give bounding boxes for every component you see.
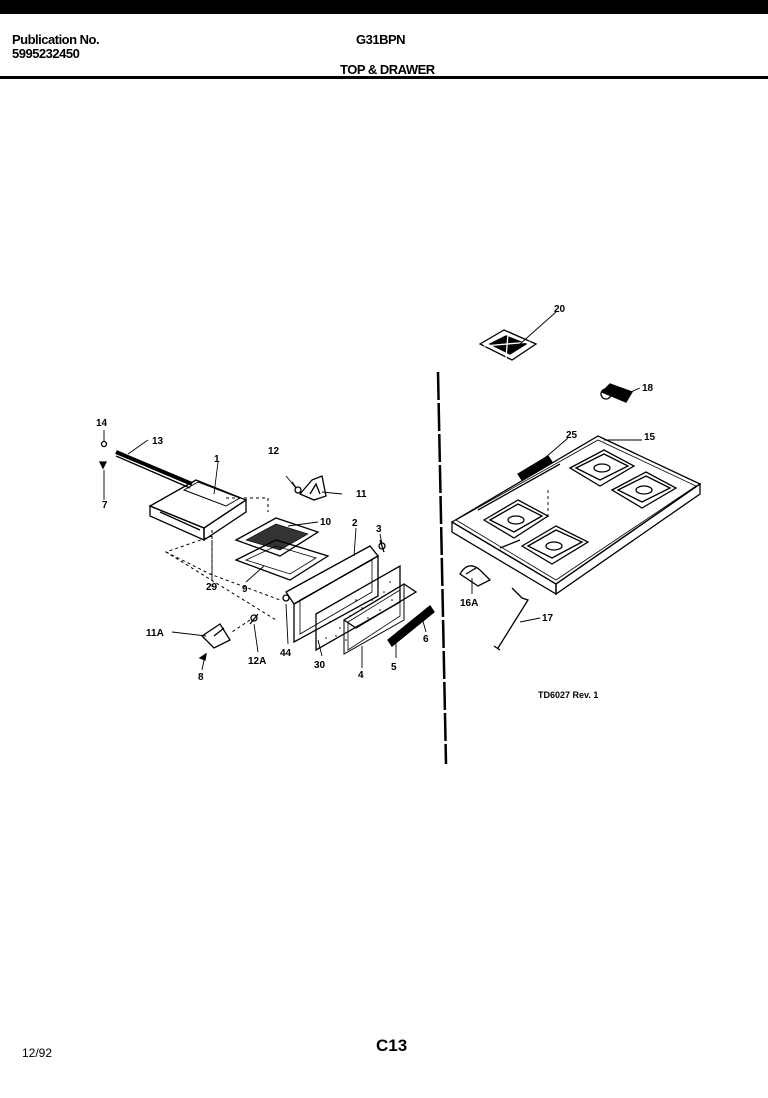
header-rule — [0, 76, 768, 79]
callout-5: 5 — [391, 662, 397, 673]
clip-12-part — [291, 481, 302, 494]
drawer-tray-part — [148, 479, 248, 542]
publication-label: Publication No. — [12, 32, 100, 47]
callout-3: 3 — [376, 524, 382, 535]
model-number: G31BPN — [356, 32, 406, 47]
callout-30: 30 — [314, 660, 326, 671]
callout-1: 1 — [214, 454, 220, 465]
callout-12: 12 — [268, 446, 280, 457]
callout-44: 44 — [280, 648, 292, 659]
callout-2: 2 — [352, 518, 358, 529]
valve-18-part — [600, 383, 633, 403]
callout-11: 11 — [356, 489, 367, 500]
diagram-reference: TD6027 Rev. 1 — [538, 690, 598, 700]
footer-date: 12/92 — [22, 1046, 53, 1060]
tube-25-part — [517, 455, 553, 481]
callout-14: 14 — [96, 418, 108, 429]
drawer-front-part — [342, 583, 418, 655]
callout-20: 20 — [554, 304, 566, 315]
cooktop-part — [450, 435, 702, 596]
callout-17: 17 — [542, 613, 554, 624]
callout-6: 6 — [423, 634, 429, 645]
bracket-11A-part — [200, 623, 231, 649]
page-code: C13 — [376, 1036, 408, 1055]
burner-grate-part — [478, 329, 538, 361]
rod-17-part — [493, 587, 529, 651]
callout-12A: 12A — [248, 656, 266, 667]
divider-line — [436, 371, 448, 765]
clip-16A-part — [459, 565, 492, 587]
callout-16A: 16A — [460, 598, 478, 609]
top-border-bar — [0, 0, 768, 14]
liner-panel-part — [234, 539, 330, 581]
inner-panel-part — [315, 564, 401, 652]
screw-7-part — [98, 461, 108, 470]
drawer-rod-part — [115, 450, 193, 489]
callout-29: 29 — [206, 582, 218, 593]
callout-10: 10 — [320, 517, 332, 528]
gasket-frame-part — [285, 545, 379, 644]
callout-11A: 11A — [146, 628, 164, 639]
callout-7: 7 — [102, 500, 108, 511]
screw-8-part — [198, 652, 207, 661]
callout-8: 8 — [198, 672, 204, 683]
callout-15: 15 — [644, 432, 656, 443]
callout-13: 13 — [152, 436, 164, 447]
callout-25: 25 — [566, 430, 578, 441]
clip-12A-part — [249, 613, 259, 625]
clip-44-part — [282, 594, 290, 602]
callout-18: 18 — [642, 383, 654, 394]
screw-14-part — [100, 440, 108, 448]
publication-number: 5995232450 — [12, 46, 80, 61]
section-title: TOP & DRAWER — [340, 62, 435, 77]
drawer-handle-part — [387, 605, 435, 647]
callout-9: 9 — [242, 584, 248, 595]
callout-4: 4 — [358, 670, 364, 681]
bracket-11-part — [298, 475, 327, 501]
